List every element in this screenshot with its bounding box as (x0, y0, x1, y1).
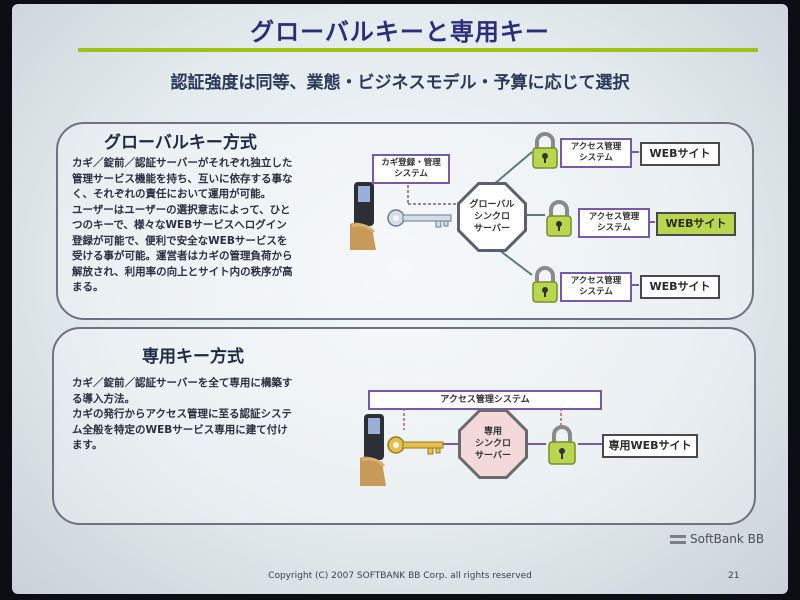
phone-icon (360, 412, 400, 492)
phone-icon (350, 180, 390, 256)
dedicated-connectors (403, 408, 602, 445)
copyright-text: Copyright (C) 2007 SOFTBANK BB Corp. all… (268, 571, 532, 581)
access-management-label-1: アクセス管理 システム (560, 138, 632, 168)
key-management-system-label: カギ登録・管理 システム (372, 154, 450, 184)
lock-icon (544, 200, 574, 242)
global-key-title: グローバルキー方式 (104, 133, 257, 153)
web-site-1[interactable]: WEBサイト (640, 142, 720, 166)
access-management-label-2: アクセス管理 システム (578, 208, 650, 238)
lock-icon (546, 424, 578, 470)
access-management-label-3: アクセス管理 システム (560, 272, 632, 302)
softbank-logo: SoftBank BB (670, 532, 764, 546)
lock-icon (530, 266, 560, 308)
web-site-2[interactable]: WEBサイト (656, 212, 736, 236)
page-number: 21 (728, 571, 740, 581)
key-icon (386, 207, 456, 233)
dedicated-web-site[interactable]: 専用WEBサイト (602, 434, 698, 458)
softbank-logo-icon (670, 534, 686, 544)
global-sync-server: グローバル シンクロ サーバー (457, 182, 527, 252)
web-site-3[interactable]: WEBサイト (640, 275, 720, 299)
dedicated-sync-server: 専用 シンクロ サーバー (458, 409, 528, 479)
dedicated-sync-server-label: 専用 シンクロ サーバー (461, 412, 525, 476)
title-rule (78, 48, 758, 52)
dedicated-key-description: カギ／錠前／認証サーバーを全て専用に構築す る導入方法。 カギの発行からアクセス… (72, 377, 293, 451)
key-icon (386, 434, 446, 460)
lock-icon (530, 132, 560, 174)
logo-text: SoftBank BB (690, 532, 765, 546)
global-sync-server-label: グローバル シンクロ サーバー (460, 185, 524, 249)
dedicated-key-title: 専用キー方式 (142, 347, 244, 367)
slide-subtitle: 認証強度は同等、業態・ビジネスモデル・予算に応じて選択 (170, 73, 630, 93)
global-key-description: カギ／錠前／認証サーバーがそれぞれ独立した 管理サービス機能を持ち、互いに依存す… (72, 157, 293, 293)
slide-title: グローバルキーと専用キー (250, 18, 550, 46)
slide: グローバルキーと専用キー 認証強度は同等、業態・ビジネスモデル・予算に応じて選択… (12, 4, 788, 594)
